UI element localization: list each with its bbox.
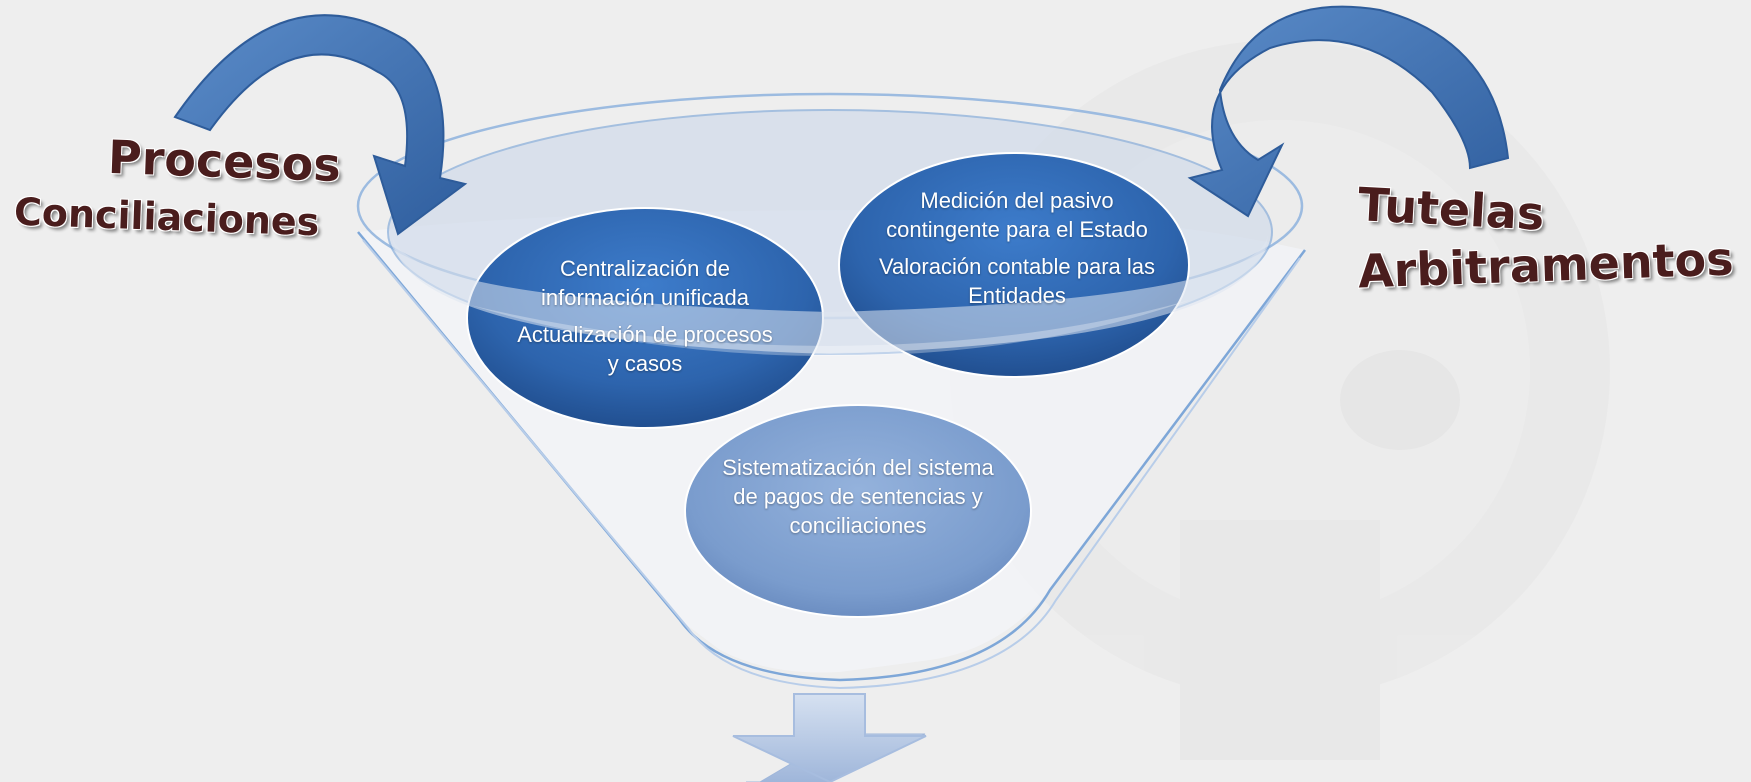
- label-procesos: Procesos: [107, 129, 342, 193]
- label-tutelas: Tutelas: [1356, 177, 1546, 241]
- down-arrow-icon: [732, 693, 927, 782]
- stage-2-line-b: Valoración contable para las Entidades: [879, 254, 1155, 308]
- stage-1-line-b: Actualización de procesos y casos: [517, 322, 773, 376]
- stage-1-line-a: Centralización de información unificada: [541, 256, 749, 310]
- funnel-rim-shade: [470, 300, 1190, 356]
- stage-3-text: Sistematización del sistema de pagos de …: [715, 453, 1001, 540]
- funnel-rim-overlay: [392, 232, 1268, 354]
- curved-arrow-icon: [173, 14, 468, 236]
- stage-1-text: Centralización de información unificada …: [510, 254, 780, 378]
- label-arbitramentos: Arbitramentos: [1357, 231, 1735, 299]
- stage-2-text: Medición del pasivo contingente para el …: [875, 186, 1159, 310]
- stage-3-ellipse: [684, 404, 1032, 618]
- label-conciliaciones: Conciliaciones: [13, 189, 321, 245]
- stage-2-line-a: Medición del pasivo contingente para el …: [886, 188, 1148, 242]
- curved-arrow-icon: [1187, 5, 1510, 218]
- stage-3-line-a: Sistematización del sistema de pagos de …: [722, 455, 994, 538]
